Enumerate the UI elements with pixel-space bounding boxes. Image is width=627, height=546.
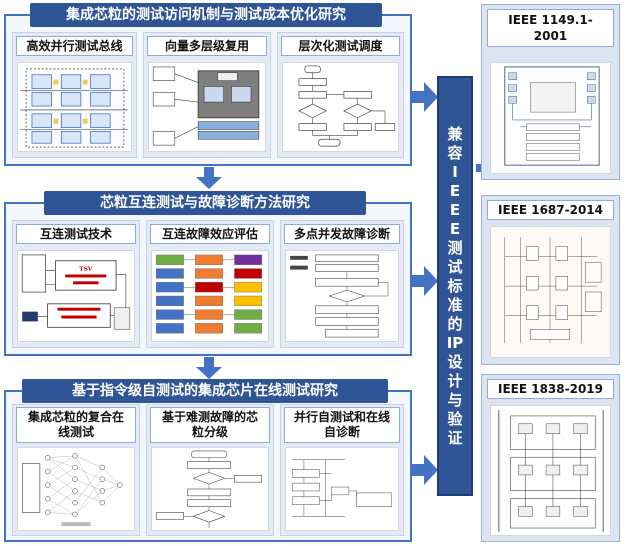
bar-char: E — [449, 181, 461, 200]
std-title-line2: 2001 — [533, 29, 568, 43]
standard-title-ieee-1838: IEEE 1838-2019 — [487, 379, 614, 399]
right-arrow-icon — [412, 266, 438, 296]
bar-char: E — [449, 200, 461, 219]
figure-hier-schedule — [282, 62, 399, 152]
bar-char: 测 — [447, 238, 463, 257]
bar-char: I — [452, 162, 458, 181]
figure-parallel-self-test — [285, 447, 399, 531]
panel-title-line1: 并行自测试和在线 — [293, 410, 390, 424]
panel-title-parallel-self-test: 并行自测试和在线 自诊断 — [284, 407, 400, 443]
std-title-line1: IEEE 1149.1- — [508, 13, 593, 27]
standard-title-ieee-1149: IEEE 1149.1- 2001 — [487, 9, 614, 47]
down-arrow-icon — [196, 167, 222, 189]
bar-char: E — [449, 219, 461, 238]
bar-char: 证 — [447, 428, 463, 447]
bar-char: 设 — [447, 352, 463, 371]
ieee-compatible-ip-bar: 兼 容 I E E E 测 试 标 准 的 IP 设 计 与 验 证 — [437, 76, 473, 496]
svg-text:TSV: TSV — [79, 266, 93, 273]
bar-char: IP — [446, 333, 464, 352]
standard-title-ieee-1687: IEEE 1687-2014 — [487, 200, 614, 220]
figure-composite-online-test — [17, 447, 135, 531]
panel-title-vector-reuse: 向量多层级复用 — [147, 36, 267, 56]
panel-title-interconnect-tech: 互连测试技术 — [16, 224, 136, 244]
figure-ieee-1687 — [490, 226, 611, 358]
figure-ieee-1838 — [490, 405, 611, 536]
panel-title-line2: 粒分级 — [191, 425, 228, 439]
panel-title-hier-schedule: 层次化测试调度 — [281, 36, 400, 56]
panel-title-composite-online-test: 集成芯粒的复合在 线测试 — [16, 407, 136, 443]
figure-vector-reuse — [148, 62, 266, 152]
bar-char: 标 — [447, 276, 463, 295]
bar-char: 计 — [447, 371, 463, 390]
figure-fault-effect — [151, 250, 269, 342]
section-title-test-access: 集成芯粒的测试访问机制与测试成本优化研究 — [30, 3, 382, 27]
bar-char: 容 — [447, 143, 463, 162]
bar-char: 与 — [447, 390, 463, 409]
panel-title-chiplet-grading: 基于难测故障的芯 粒分级 — [150, 407, 270, 443]
panel-title-line2: 线测试 — [57, 425, 94, 439]
panel-title-line1: 集成芯粒的复合在 — [27, 410, 124, 424]
figure-ieee-1149 — [490, 62, 611, 174]
figure-parallel-bus — [17, 62, 132, 152]
down-arrow-icon — [196, 357, 222, 379]
bar-char: 的 — [447, 314, 463, 333]
bar-char: 试 — [447, 257, 463, 276]
bar-char: 验 — [447, 409, 463, 428]
panel-title-parallel-bus: 高效并行测试总线 — [16, 36, 133, 56]
section-title-online-test: 基于指令级自测试的集成芯片在线测试研究 — [22, 379, 388, 403]
bar-char: 准 — [447, 295, 463, 314]
right-arrow-icon — [412, 455, 438, 485]
bar-char: 兼 — [447, 124, 463, 143]
figure-chiplet-grading — [151, 447, 269, 531]
panel-title-fault-effect: 互连故障效应评估 — [150, 224, 270, 244]
figure-interconnect-tech: TSV — [17, 250, 135, 342]
figure-multi-fault-diag — [285, 250, 399, 342]
panel-title-line1: 基于难测故障的芯 — [161, 410, 258, 424]
panel-title-multi-fault-diag: 多点并发故障诊断 — [284, 224, 400, 244]
panel-title-line2: 自诊断 — [323, 425, 360, 439]
right-arrow-icon — [412, 82, 438, 112]
section-title-interconnect-test: 芯粒互连测试与故障诊断方法研究 — [44, 191, 366, 215]
